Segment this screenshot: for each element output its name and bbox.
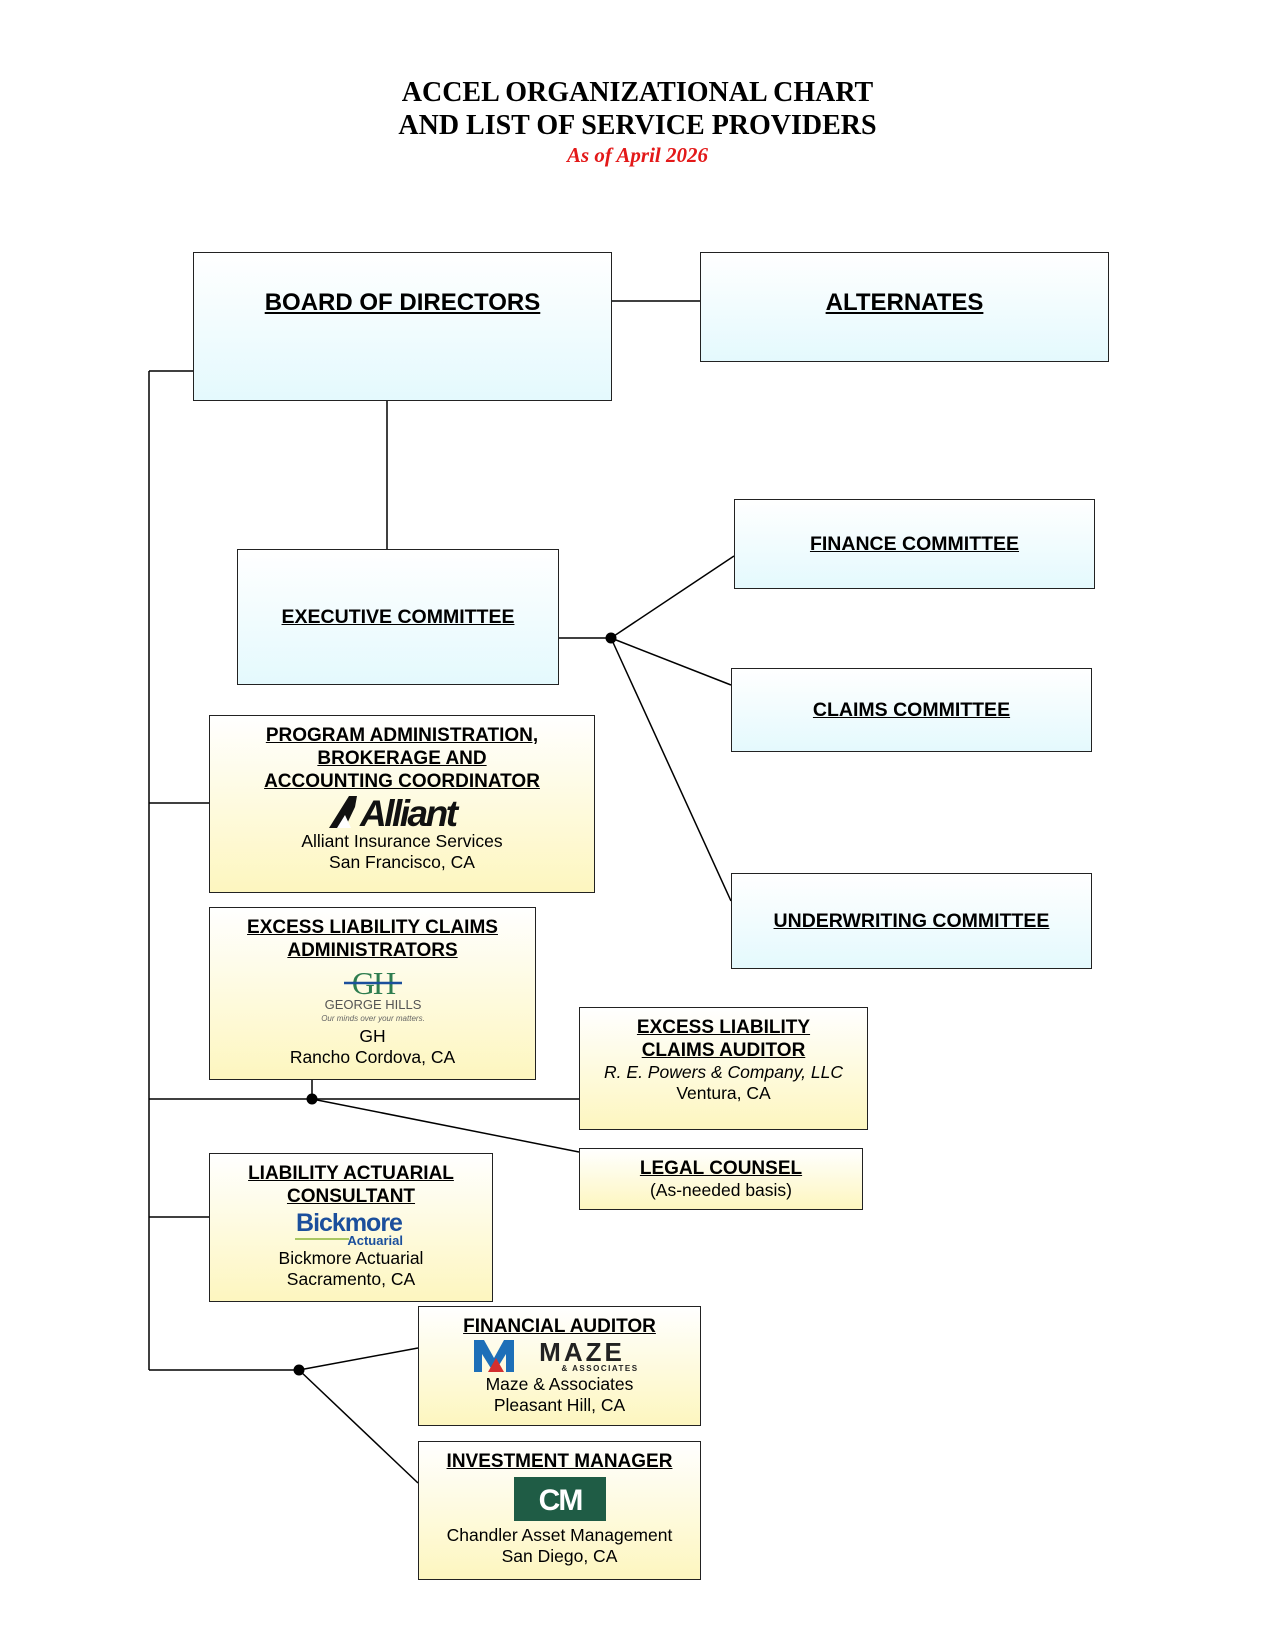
program-admin-heading-3: ACCOUNTING COORDINATOR [264,771,540,792]
junction-to-investment-line [298,1369,419,1484]
alternates-box: ALTERNATES [700,252,1109,362]
program-admin-box: PROGRAM ADMINISTRATION, BROKERAGE AND AC… [209,715,595,893]
board-label: BOARD OF DIRECTORS [264,289,541,316]
executive-label: EXECUTIVE COMMITTEE [281,605,515,628]
underwriting-committee-box: UNDERWRITING COMMITTEE [731,873,1092,969]
executive-committee-box: EXECUTIVE COMMITTEE [237,549,559,685]
actuarial-heading-2: CONSULTANT [286,1186,416,1207]
george-hills-logo: GH GEORGE HILLS Our minds over your matt… [321,966,425,1023]
committee-junction-dot [605,632,617,644]
maze-logo-text: MAZE [539,1338,625,1367]
gh-logo-tagline: Our minds over your matters. [321,1014,425,1023]
maze-logo-sub: & ASSOCIATES [561,1364,638,1373]
gh-logo-name: GEORGE HILLS [324,997,421,1012]
excess-claims-admin-box: EXCESS LIABILITY CLAIMS ADMINISTRATORS G… [209,907,536,1080]
claims-label: CLAIMS COMMITTEE [812,698,1011,721]
bickmore-logo: Bickmore Actuarial [295,1209,404,1248]
claims-admin-heading-2: ADMINISTRATORS [287,940,458,961]
program-admin-heading-1: PROGRAM ADMINISTRATION, [265,725,539,746]
alliant-logo-text: Alliant [359,793,460,831]
junction-to-finance-line [610,555,735,639]
claims-admin-heading-1: EXCESS LIABILITY CLAIMS [247,917,498,938]
legal-counsel-heading: LEGAL COUNSEL [639,1158,803,1179]
claims-committee-box: CLAIMS COMMITTEE [731,668,1092,752]
maze-logo: MAZE & ASSOCIATES [473,1338,638,1373]
financial-auditor-heading: FINANCIAL AUDITOR [463,1316,656,1337]
claims-auditor-location: Ventura, CA [676,1083,771,1103]
program-admin-location: San Francisco, CA [329,852,475,872]
claims-auditor-heading-2: CLAIMS AUDITOR [641,1040,806,1061]
program-admin-provider: Alliant Insurance Services [301,831,503,851]
bickmore-logo-sub: Actuarial [347,1233,403,1248]
claims-admin-provider: GH [359,1026,386,1046]
title-line-2: AND LIST OF SERVICE PROVIDERS [398,110,877,141]
financial-auditor-box: FINANCIAL AUDITOR MAZE & ASSOCIATES Maze… [418,1306,701,1426]
actuarial-heading-1: LIABILITY ACTUARIAL [248,1163,454,1184]
financial-auditor-provider: Maze & Associates [485,1374,634,1394]
alternates-label: ALTERNATES [825,289,984,316]
bickmore-logo-text: Bickmore [296,1209,403,1237]
chart-header: ACCEL ORGANIZATIONAL CHART AND LIST OF S… [0,76,1275,168]
claims-admin-junction-dot [306,1093,318,1105]
underwriting-label: UNDERWRITING COMMITTEE [773,909,1050,932]
junction-to-legal-line [311,1098,580,1153]
finance-committee-box: FINANCE COMMITTEE [734,499,1095,589]
junction-to-financial-auditor-line [298,1347,419,1371]
financial-auditor-location: Pleasant Hill, CA [493,1395,626,1415]
investment-junction-dot [293,1364,305,1376]
investment-manager-location: San Diego, CA [501,1546,618,1566]
junction-to-claims-line [610,637,732,686]
investment-manager-provider: Chandler Asset Management [446,1525,673,1545]
claims-auditor-heading-1: EXCESS LIABILITY [636,1017,811,1038]
junction-to-underwriting-line [610,637,732,902]
legal-counsel-box: LEGAL COUNSEL (As-needed basis) [579,1148,863,1210]
chandler-logo-text: CM [538,1484,581,1517]
actuarial-provider: Bickmore Actuarial [278,1248,424,1268]
title-line-1: ACCEL ORGANIZATIONAL CHART [401,77,874,108]
excess-claims-auditor-box: EXCESS LIABILITY CLAIMS AUDITOR R. E. Po… [579,1007,868,1130]
claims-auditor-provider: R. E. Powers & Company, LLC [604,1062,843,1082]
investment-manager-box: INVESTMENT MANAGER CM Chandler Asset Man… [418,1441,701,1580]
alliant-logo: Alliant [329,793,462,831]
as-of-date: As of April 2026 [567,143,708,167]
legal-counsel-note: (As-needed basis) [649,1180,793,1200]
chandler-logo: CM [513,1477,606,1521]
investment-manager-heading: INVESTMENT MANAGER [446,1451,673,1472]
claims-admin-location: Rancho Cordova, CA [289,1047,456,1067]
actuarial-consultant-box: LIABILITY ACTUARIAL CONSULTANT Bickmore … [209,1153,493,1302]
program-admin-heading-2: BROKERAGE AND [317,748,487,769]
actuarial-location: Sacramento, CA [286,1269,416,1289]
board-of-directors-box: BOARD OF DIRECTORS [193,252,612,401]
finance-label: FINANCE COMMITTEE [809,532,1020,555]
